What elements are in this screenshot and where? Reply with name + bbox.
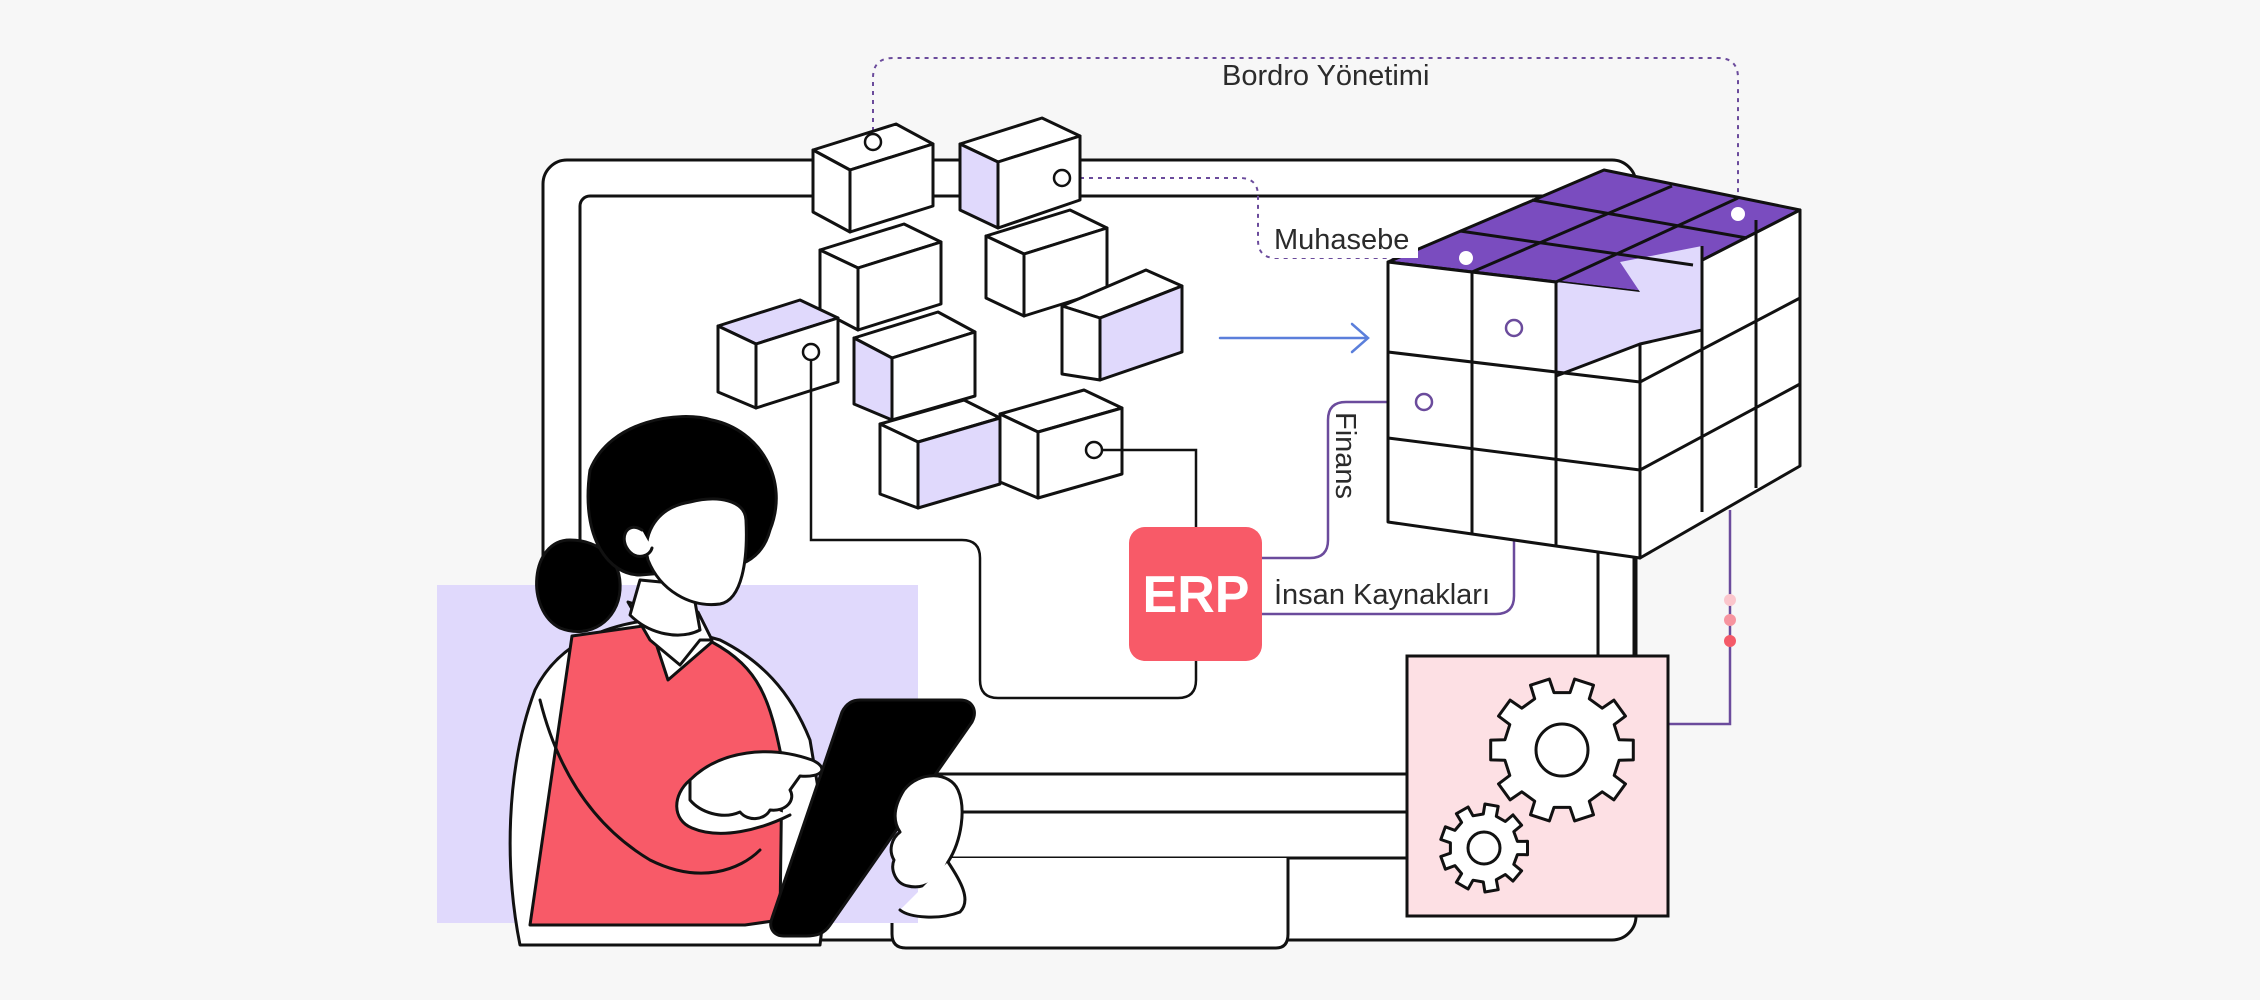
node-circle bbox=[1504, 318, 1524, 338]
connector bbox=[809, 354, 1198, 700]
status-dot bbox=[1724, 594, 1736, 606]
floating-cubes bbox=[716, 116, 1184, 510]
monitor-stand bbox=[890, 858, 1290, 950]
erp-box: ERP bbox=[1129, 527, 1262, 661]
bordro-label: Bordro Yönetimi bbox=[1222, 60, 1429, 92]
node-circles bbox=[801, 132, 1524, 460]
muhasebe-label: Muhasebe bbox=[1274, 224, 1409, 256]
tablet-icon bbox=[769, 698, 976, 938]
node-circle bbox=[1414, 392, 1434, 412]
connector bbox=[1094, 448, 1198, 528]
cube bbox=[811, 122, 935, 234]
data-cube bbox=[1386, 168, 1802, 560]
finans-label: Finans bbox=[1329, 412, 1361, 499]
erp-tile bbox=[1129, 527, 1262, 661]
cube-accent bbox=[1620, 246, 1702, 344]
ik-connector bbox=[1262, 330, 1516, 616]
cube bbox=[958, 116, 1082, 230]
finance-connectors bbox=[1262, 330, 1516, 616]
status-dot bbox=[1724, 635, 1736, 647]
settings-panel bbox=[1405, 510, 1736, 918]
gear-hole bbox=[1534, 722, 1590, 778]
node-dot bbox=[1459, 251, 1473, 265]
node-dot bbox=[1731, 207, 1745, 221]
panel-connector bbox=[1668, 510, 1732, 726]
cube bbox=[998, 388, 1124, 500]
arm bbox=[538, 698, 762, 875]
ear bbox=[622, 526, 654, 558]
bordro-connector bbox=[872, 57, 1739, 210]
dotted-connectors bbox=[872, 57, 1739, 259]
cube-accent bbox=[1556, 282, 1640, 376]
node-circle bbox=[1084, 440, 1104, 460]
insan-kaynaklari-label: İnsan Kaynakları bbox=[1274, 578, 1490, 611]
cube bbox=[878, 398, 1002, 510]
gear-icon bbox=[1439, 802, 1529, 894]
erp-connectors bbox=[809, 354, 1198, 700]
cube bbox=[852, 310, 977, 422]
node-circle bbox=[863, 132, 883, 152]
gear-hole bbox=[1466, 830, 1502, 866]
monitor-neck-lines bbox=[1596, 540, 1636, 660]
status-dot bbox=[1724, 614, 1736, 626]
node-circle bbox=[801, 342, 821, 362]
cube-top-grid bbox=[1459, 184, 1748, 284]
finans-connector bbox=[1262, 400, 1424, 560]
sleeve-right bbox=[898, 860, 967, 919]
cube bbox=[1060, 268, 1184, 382]
tablet-hand bbox=[889, 774, 964, 889]
hand bbox=[688, 750, 824, 820]
muhasebe-label-bg bbox=[1270, 222, 1418, 258]
node-circle bbox=[1052, 168, 1072, 188]
cube bbox=[716, 298, 840, 410]
person bbox=[437, 415, 976, 947]
erp-label: ERP bbox=[1143, 566, 1250, 624]
arrow-right-icon bbox=[1218, 322, 1370, 354]
cube-side-grid bbox=[1639, 220, 1801, 512]
cube-front-grid bbox=[1387, 272, 1703, 546]
gear-icon bbox=[1489, 677, 1635, 823]
cube bbox=[818, 222, 943, 332]
